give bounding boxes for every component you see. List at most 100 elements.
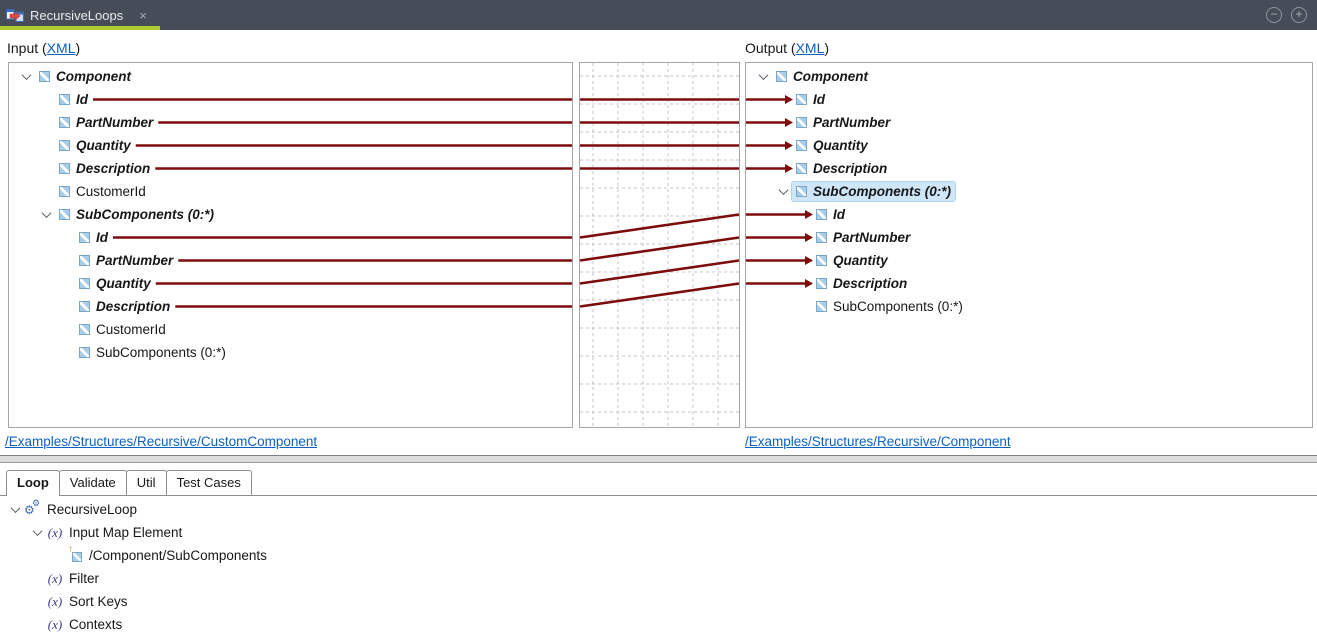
element-icon bbox=[796, 94, 807, 105]
element-icon bbox=[816, 209, 827, 220]
loop-tree-item-component-subcomponents[interactable]: ↑/Component/SubComponents bbox=[0, 544, 1317, 567]
loop-tree-item-contexts[interactable]: (x)Contexts bbox=[0, 613, 1317, 636]
element-icon bbox=[796, 117, 807, 128]
horizontal-splitter[interactable] bbox=[0, 455, 1317, 463]
tree-item-quantity[interactable]: Quantity bbox=[9, 134, 572, 157]
tree-item-component[interactable]: Component bbox=[9, 65, 572, 88]
tree-item-component[interactable]: Component bbox=[746, 65, 1312, 88]
tree-item-description[interactable]: Description bbox=[9, 157, 572, 180]
tree-item-description[interactable]: Description bbox=[746, 157, 1312, 180]
tab-loop[interactable]: Loop bbox=[6, 470, 60, 496]
row-content[interactable]: Description bbox=[812, 274, 911, 293]
tree-item-partnumber[interactable]: PartNumber bbox=[9, 249, 572, 272]
tree-item-id[interactable]: Id bbox=[9, 226, 572, 249]
row-content[interactable]: Id bbox=[792, 90, 829, 109]
maximize-icon[interactable]: + bbox=[1291, 7, 1307, 23]
tree-item-partnumber[interactable]: PartNumber bbox=[9, 111, 572, 134]
tree-item-subcomponents-0[interactable]: SubComponents (0:*) bbox=[746, 180, 1312, 203]
loop-tree-item-input-map-element[interactable]: (x)Input Map Element bbox=[0, 521, 1317, 544]
row-content[interactable]: SubComponents (0:*) bbox=[55, 205, 218, 224]
loop-tree-item-sort-keys[interactable]: (x)Sort Keys bbox=[0, 590, 1317, 613]
tree-item-subcomponents-0[interactable]: SubComponents (0:*) bbox=[746, 295, 1312, 318]
tree-item-customerid[interactable]: CustomerId bbox=[9, 180, 572, 203]
row-content[interactable]: Quantity bbox=[75, 274, 155, 293]
row-content[interactable]: CustomerId bbox=[75, 320, 170, 339]
tree-item-description[interactable]: Description bbox=[9, 295, 572, 318]
row-content[interactable]: Component bbox=[35, 67, 135, 86]
tree-item-label: Id bbox=[833, 207, 845, 222]
element-icon bbox=[59, 186, 70, 197]
tree-item-customerid[interactable]: CustomerId bbox=[9, 318, 572, 341]
tree-item-subcomponents-0[interactable]: SubComponents (0:*) bbox=[9, 203, 572, 226]
close-icon[interactable]: × bbox=[139, 7, 147, 23]
tree-item-description[interactable]: Description bbox=[746, 272, 1312, 295]
chevron-down-icon[interactable] bbox=[28, 526, 46, 537]
function-icon: (x) bbox=[47, 570, 63, 586]
tree-item-label: Id bbox=[813, 92, 825, 107]
chevron-down-icon[interactable] bbox=[774, 185, 792, 196]
row-content[interactable]: Description bbox=[55, 159, 154, 178]
row-content[interactable]: Component bbox=[772, 67, 872, 86]
loop-tree-item-label: RecursiveLoop bbox=[47, 502, 138, 517]
tree-item-label: Description bbox=[76, 161, 151, 176]
row-content[interactable]: Id bbox=[55, 90, 92, 109]
tree-item-label: Quantity bbox=[813, 138, 868, 153]
row-content[interactable]: Quantity bbox=[812, 251, 892, 270]
row-content[interactable]: Description bbox=[792, 159, 891, 178]
row-content[interactable]: PartNumber bbox=[812, 228, 914, 247]
tree-item-label: SubComponents (0:*) bbox=[76, 207, 214, 222]
chevron-down-icon[interactable] bbox=[37, 208, 55, 219]
row-content[interactable]: PartNumber bbox=[55, 113, 157, 132]
tree-item-label: Component bbox=[793, 69, 868, 84]
row-content[interactable]: CustomerId bbox=[55, 182, 150, 201]
tab-validate[interactable]: Validate bbox=[58, 470, 127, 495]
function-icon: (x) bbox=[47, 524, 63, 540]
chevron-down-icon[interactable] bbox=[6, 503, 24, 514]
tree-item-partnumber[interactable]: PartNumber bbox=[746, 226, 1312, 249]
tab-test-cases[interactable]: Test Cases bbox=[165, 470, 252, 495]
source-schema-link[interactable]: /Examples/Structures/Recursive/CustomCom… bbox=[5, 434, 318, 449]
tab-recursiveloops[interactable]: RecursiveLoops × bbox=[0, 0, 161, 30]
tree-item-id[interactable]: Id bbox=[746, 203, 1312, 226]
row-content[interactable]: Description bbox=[75, 297, 174, 316]
input-xml-link[interactable]: XML bbox=[46, 40, 76, 56]
element-icon bbox=[816, 232, 827, 243]
tree-item-subcomponents-0[interactable]: SubComponents (0:*) bbox=[9, 341, 572, 364]
tree-item-partnumber[interactable]: PartNumber bbox=[746, 111, 1312, 134]
tree-item-label: PartNumber bbox=[96, 253, 174, 268]
tree-item-label: SubComponents (0:*) bbox=[813, 184, 951, 199]
element-icon bbox=[59, 140, 70, 151]
loop-tree-item-recursiveloop[interactable]: ⚙⚙RecursiveLoop bbox=[0, 498, 1317, 521]
tree-item-label: Quantity bbox=[96, 276, 151, 291]
selected-row-highlight[interactable]: SubComponents (0:*) bbox=[791, 181, 956, 202]
tree-item-id[interactable]: Id bbox=[9, 88, 572, 111]
row-content[interactable]: PartNumber bbox=[75, 251, 177, 270]
row-content[interactable]: SubComponents (0:*) bbox=[812, 297, 967, 316]
element-icon bbox=[59, 94, 70, 105]
row-content[interactable]: PartNumber bbox=[792, 113, 894, 132]
element-icon bbox=[776, 71, 787, 82]
chevron-down-icon[interactable] bbox=[754, 70, 772, 81]
tree-item-id[interactable]: Id bbox=[746, 88, 1312, 111]
tree-item-quantity[interactable]: Quantity bbox=[746, 249, 1312, 272]
element-ref-icon: ↑ bbox=[68, 544, 84, 563]
tab-util[interactable]: Util bbox=[125, 470, 167, 495]
chevron-down-icon[interactable] bbox=[17, 70, 35, 81]
tree-item-quantity[interactable]: Quantity bbox=[9, 272, 572, 295]
tree-item-quantity[interactable]: Quantity bbox=[746, 134, 1312, 157]
row-content[interactable]: Id bbox=[812, 205, 849, 224]
output-xml-link[interactable]: XML bbox=[795, 40, 825, 56]
row-content[interactable]: Quantity bbox=[792, 136, 872, 155]
element-icon bbox=[59, 117, 70, 128]
minimize-icon[interactable]: − bbox=[1266, 7, 1282, 23]
row-content[interactable]: SubComponents (0:*) bbox=[75, 343, 230, 362]
element-icon bbox=[79, 324, 90, 335]
input-header-close: ) bbox=[75, 40, 81, 56]
loop-tree-item-label: Contexts bbox=[69, 617, 123, 632]
loop-tree-item-filter[interactable]: (x)Filter bbox=[0, 567, 1317, 590]
row-content[interactable]: Id bbox=[75, 228, 112, 247]
target-schema-link[interactable]: /Examples/Structures/Recursive/Component bbox=[745, 434, 1011, 449]
row-content[interactable]: Quantity bbox=[55, 136, 135, 155]
